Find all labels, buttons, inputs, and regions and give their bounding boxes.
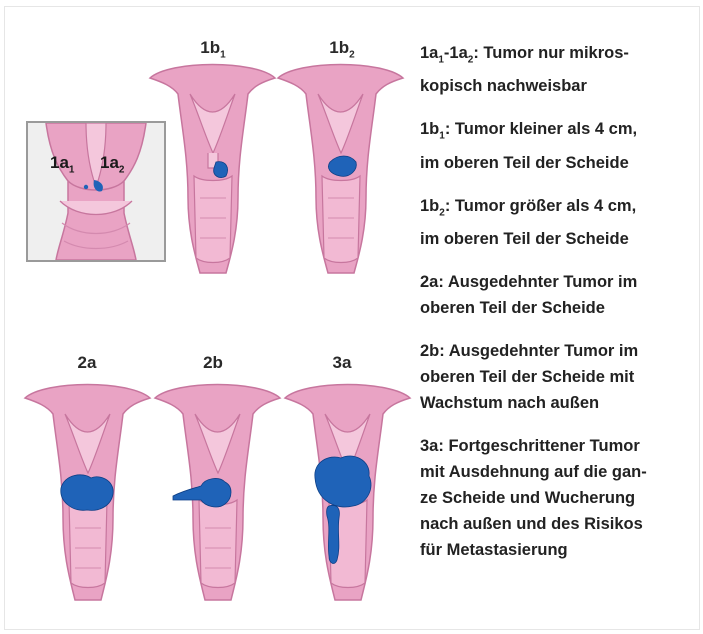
- legend-item-3a: 3a: Fortgeschrittener Tumor mit Ausdehnu…: [420, 433, 695, 563]
- figure-3a: [285, 378, 410, 600]
- figure-1b1: [150, 58, 275, 273]
- legend-item-2a: 2a: Ausgedehnter Tumor im oberen Teil de…: [420, 269, 695, 321]
- tumor-1a1-marker: [84, 185, 88, 189]
- inset-illustration: [28, 123, 164, 260]
- tumor-2a: [61, 475, 113, 511]
- figure-label-2b: 2b: [183, 353, 243, 373]
- tumor-3a-extension: [327, 505, 340, 563]
- legend-item-1a: 1a1-1a2: Tumor nur mikros- kopisch nachw…: [420, 40, 695, 99]
- legend-item-2b: 2b: Ausgedehnter Tumor im oberen Teil de…: [420, 338, 695, 416]
- legend-item-1b2: 1b2: Tumor größer als 4 cm, im oberen Te…: [420, 193, 695, 252]
- inset-label-1a2: 1a2: [100, 153, 124, 175]
- legend-item-1b1: 1b1: Tumor kleiner als 4 cm, im oberen T…: [420, 116, 695, 175]
- legend: 1a1-1a2: Tumor nur mikros- kopisch nachw…: [420, 40, 695, 563]
- figure-label-2a: 2a: [57, 353, 117, 373]
- inset-label-1a1: 1a1: [50, 153, 74, 175]
- tumor-1b1: [214, 162, 228, 178]
- inset-microscopic: 1a1 1a2: [26, 121, 166, 262]
- figure-1b2: [278, 58, 403, 273]
- figure-label-3a: 3a: [312, 353, 372, 373]
- figure-2a: [25, 378, 150, 600]
- figure-2b: [155, 378, 280, 600]
